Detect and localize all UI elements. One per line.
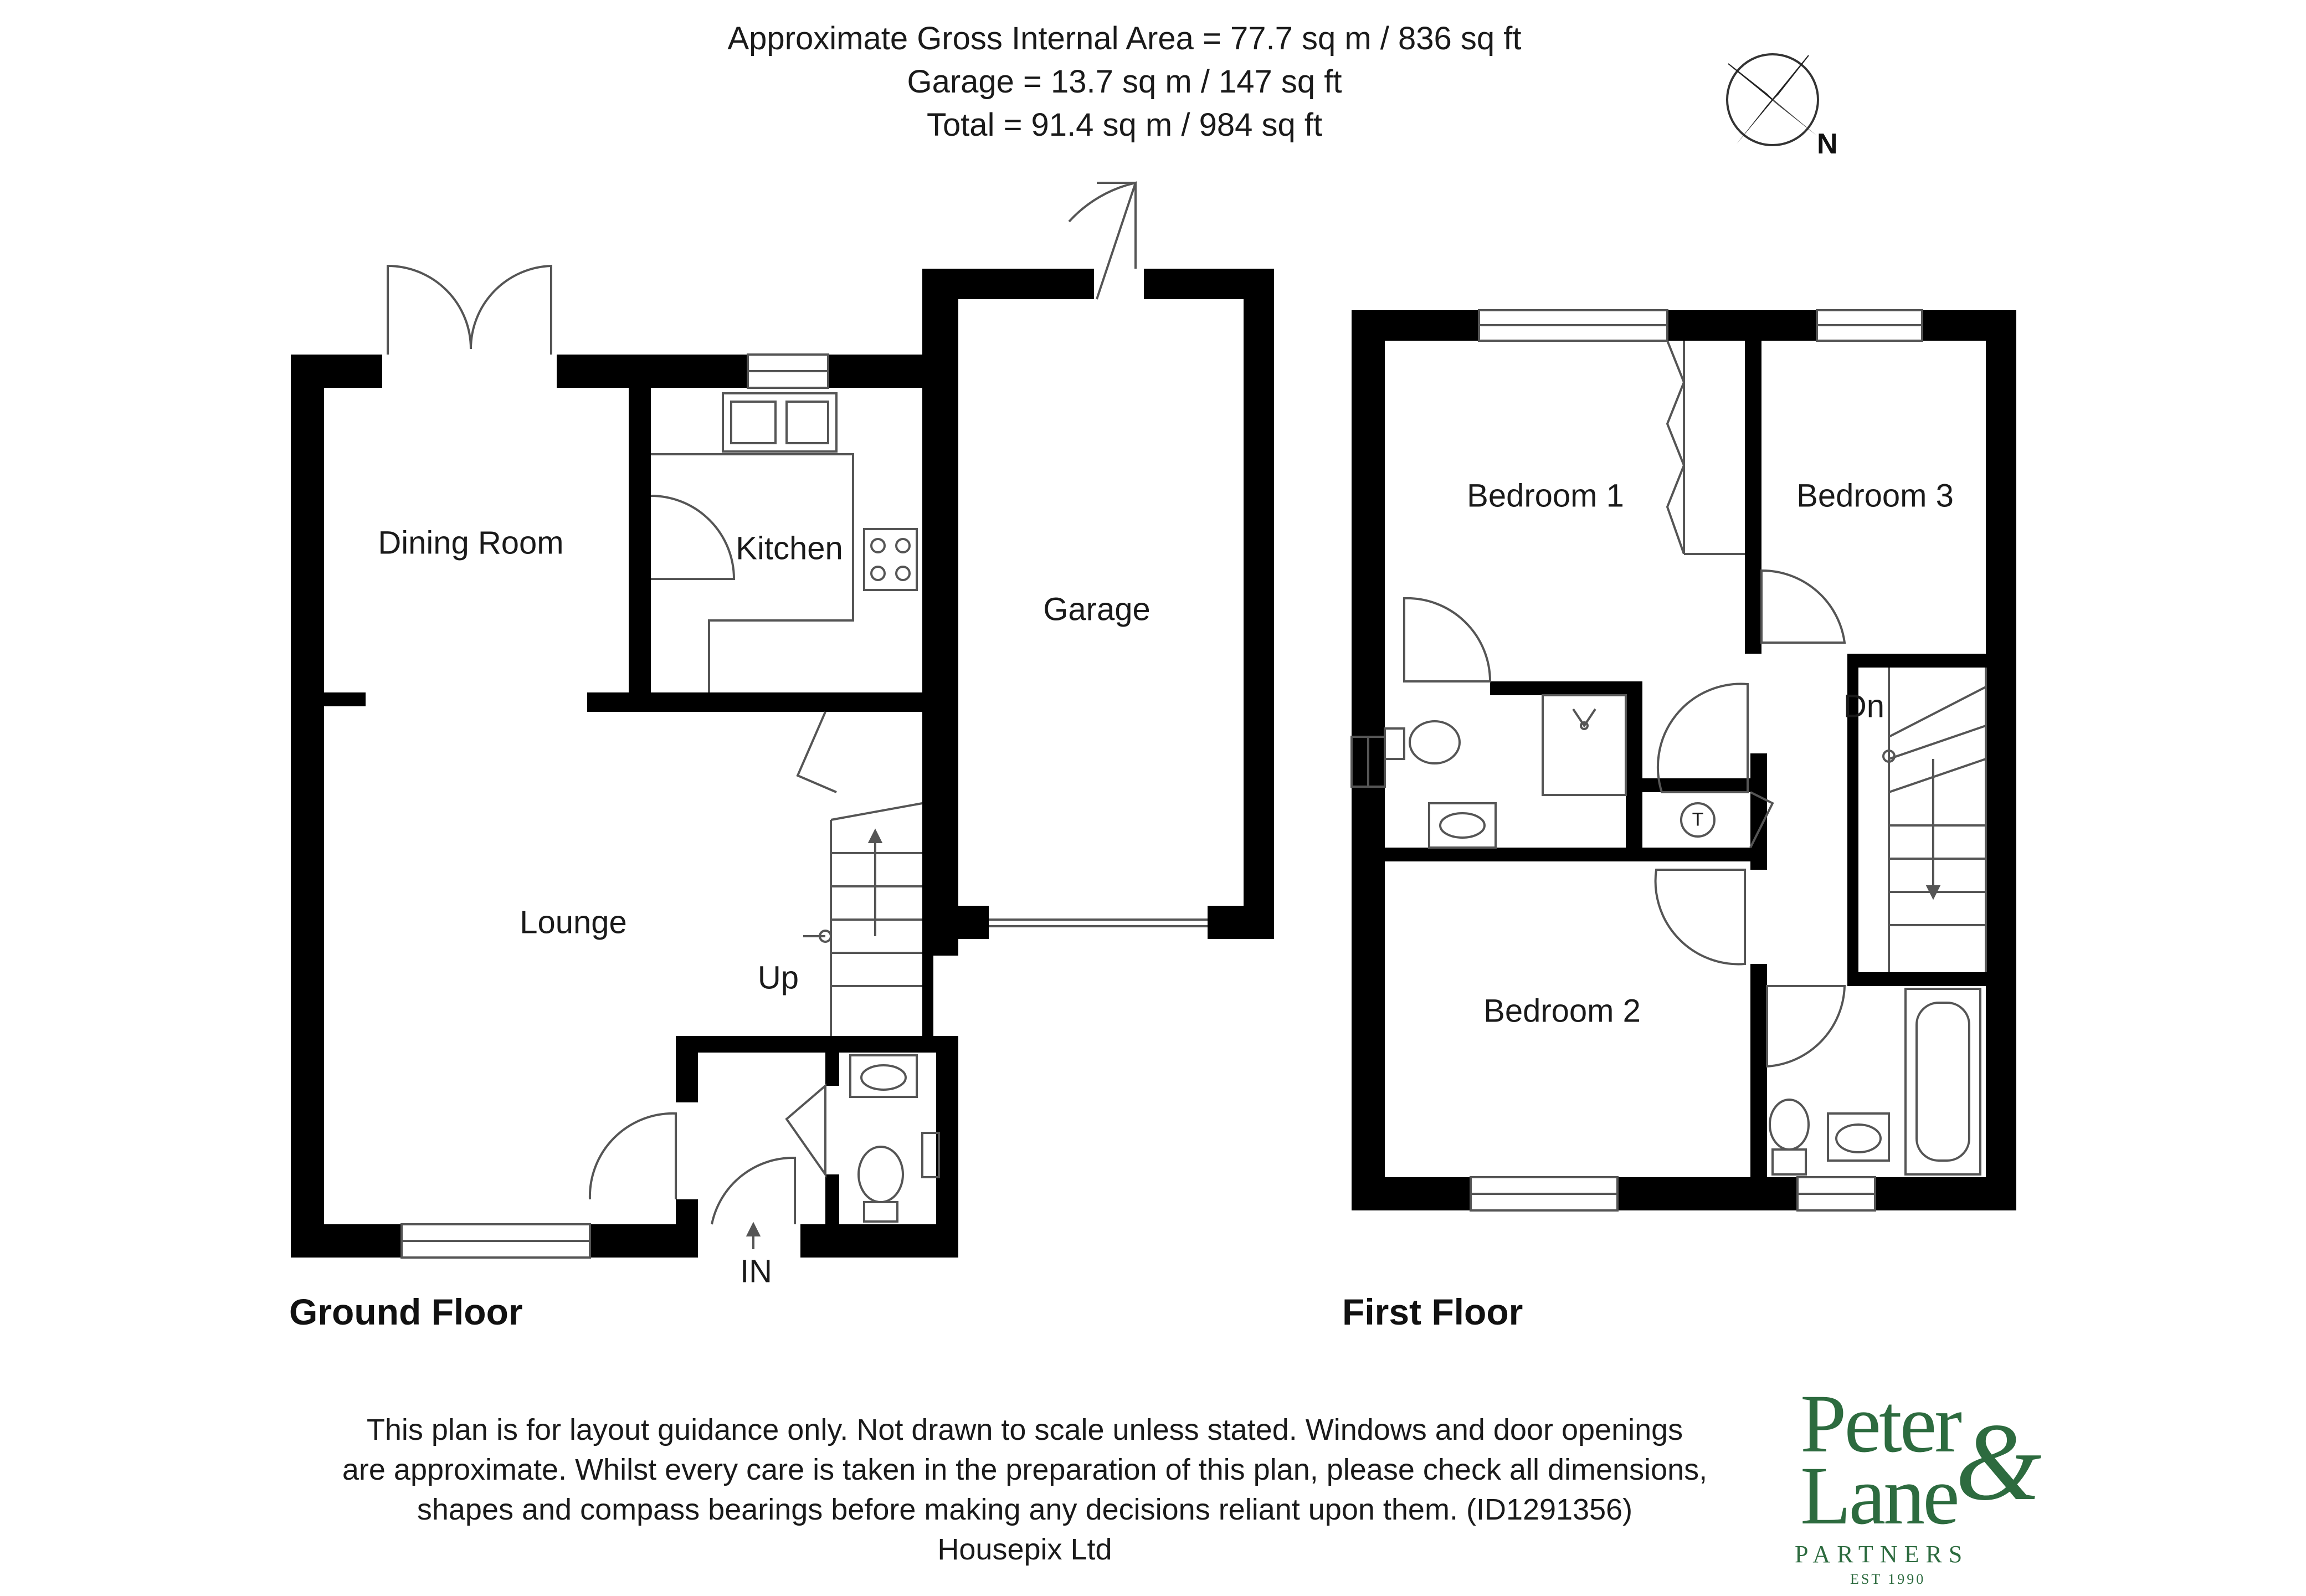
disclaimer-line: are approximate. Whilst every care is ta… (342, 1453, 1708, 1486)
peter-lane-partners-logo: Peter Lane & PARTNERS EST 1990 (1789, 1374, 2042, 1587)
ground-floor-plan (291, 269, 1274, 1258)
compass-north-label: N (1817, 128, 1838, 160)
total-area-line: Total = 91.4 sq m / 984 sq ft (926, 107, 1323, 143)
room-label-bedroom-2: Bedroom 2 (1483, 993, 1641, 1029)
room-label-lounge: Lounge (520, 904, 627, 941)
ground-floor-title: Ground Floor (289, 1291, 523, 1332)
room-label-bedroom-1: Bedroom 1 (1467, 478, 1624, 514)
logo-word-peter: Peter (1800, 1378, 1962, 1470)
logo-established: EST 1990 (1850, 1571, 1926, 1587)
disclaimer-line: This plan is for layout guidance only. N… (366, 1413, 1683, 1446)
stairs-up-label: Up (757, 959, 799, 996)
room-label-kitchen: Kitchen (736, 530, 843, 567)
gross-area-line: Approximate Gross Internal Area = 77.7 s… (727, 20, 1522, 57)
disclaimer-credit: Housepix Ltd (937, 1533, 1112, 1566)
garage-area-line: Garage = 13.7 sq m / 147 sq ft (907, 64, 1342, 100)
entrance-label: IN (740, 1253, 772, 1290)
room-label-bedroom-3: Bedroom 3 (1796, 478, 1954, 514)
tank-label: T (1692, 809, 1704, 830)
disclaimer-line: shapes and compass bearings before makin… (417, 1493, 1633, 1526)
room-label-dining-room: Dining Room (378, 525, 564, 561)
ground-floor-fixtures (387, 181, 1208, 1259)
logo-partners: PARTNERS (1795, 1541, 1969, 1568)
first-floor-fixtures (1350, 309, 1987, 1212)
first-floor-title: First Floor (1342, 1291, 1523, 1332)
stairs-down-label: Dn (1843, 688, 1885, 725)
disclaimer-text: This plan is for layout guidance only. N… (277, 1410, 1773, 1569)
compass-rose-icon (1726, 53, 1819, 146)
logo-ampersand: & (1955, 1401, 2042, 1523)
room-label-garage: Garage (1043, 591, 1151, 628)
logo-word-lane: Lane (1800, 1450, 1960, 1542)
